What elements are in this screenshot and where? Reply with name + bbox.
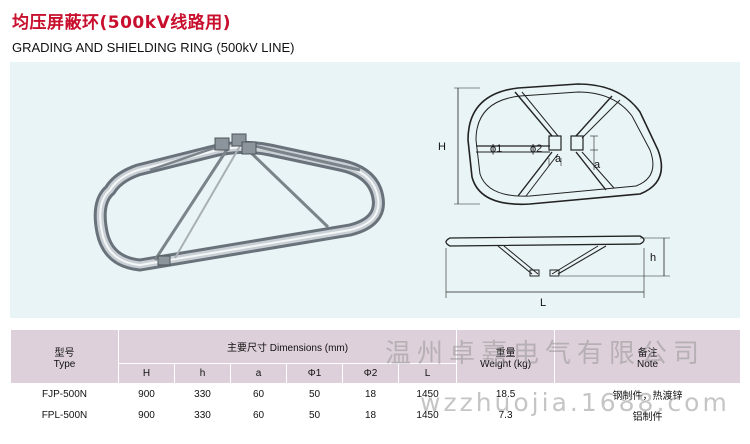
type-header: 型号 Type <box>10 329 119 384</box>
cell-weight: 18.5 <box>456 383 556 405</box>
note-header: 备注 Note <box>554 329 742 384</box>
cell-note: 钢制件，热渡锌 <box>554 383 742 405</box>
dim-label-phi2: ϕ2 <box>530 143 542 155</box>
dimensions-header: 主要尺寸 Dimensions (mm) <box>117 329 458 364</box>
cell-a: 60 <box>230 383 287 405</box>
subheader-phi1: Φ1 <box>286 363 343 384</box>
cell-H: 900 <box>118 404 175 426</box>
cell-type: FJP-500N <box>10 383 119 405</box>
top-view-drawing <box>454 83 663 206</box>
dim-label-H: H <box>438 141 446 153</box>
dim-label-a-vertical: a <box>594 159 601 171</box>
cell-note: 铝制件 <box>554 404 742 426</box>
cell-type: FPL-500N <box>10 404 119 426</box>
subheader-h: h <box>174 363 231 384</box>
subheader-a: a <box>230 363 287 384</box>
subheader-L: L <box>397 363 458 384</box>
weight-header: 重量 Weight (kg) <box>456 329 556 384</box>
cell-a: 60 <box>230 404 287 426</box>
product-illustration: H ϕ1 ϕ2 a a h L <box>93 83 670 309</box>
cell-phi1: 50 <box>286 404 343 426</box>
cell-h: 330 <box>174 383 231 405</box>
specification-table: 型号 Type 主要尺寸 Dimensions (mm) 重量 Weight (… <box>10 329 742 426</box>
product-figure-panel: H ϕ1 ϕ2 a a h L <box>10 62 740 318</box>
dim-label-h: h <box>650 252 656 264</box>
table-row: FJP-500N 900 330 60 50 18 1450 18.5 钢制件，… <box>10 383 742 405</box>
side-view-drawing <box>445 235 670 298</box>
dim-label-phi1: ϕ1 <box>490 143 502 155</box>
cell-phi2: 18 <box>342 383 399 405</box>
title-chinese: 均压屏蔽环(500kV线路用) <box>12 13 231 33</box>
cell-L: 1450 <box>397 404 458 426</box>
cell-phi2: 18 <box>342 404 399 426</box>
subheader-H: H <box>118 363 175 384</box>
title-english: GRADING AND SHIELDING RING (500kV LINE) <box>12 40 295 55</box>
ring-photo <box>93 133 385 272</box>
cell-phi1: 50 <box>286 383 343 405</box>
cell-weight: 7.3 <box>456 404 556 426</box>
cell-h: 330 <box>174 404 231 426</box>
dim-label-L: L <box>540 297 546 309</box>
dim-label-a-horizontal: a <box>555 153 562 165</box>
subheader-phi2: Φ2 <box>342 363 399 384</box>
cell-L: 1450 <box>397 383 458 405</box>
cell-H: 900 <box>118 383 175 405</box>
table-row: FPL-500N 900 330 60 50 18 1450 7.3 铝制件 <box>10 404 742 426</box>
